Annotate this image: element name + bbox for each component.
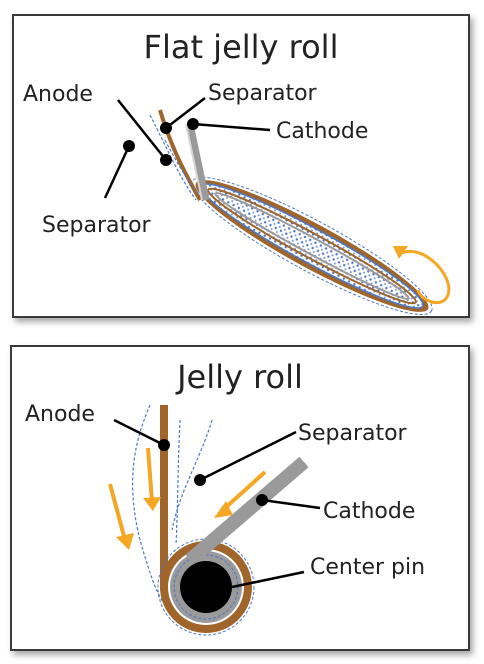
anode-strip-vertical — [160, 405, 168, 590]
label-cathode-bottom: Cathode — [323, 499, 415, 524]
jelly-roll-illustration — [108, 404, 309, 636]
cathode-strip-highlight — [185, 123, 203, 201]
cathode-leader-line — [192, 122, 271, 132]
rotation-arrow-head — [393, 246, 408, 259]
separator-strip-middle — [175, 419, 181, 546]
label-center-pin: Center pin — [310, 555, 425, 580]
flow-arrow-1-shaft — [146, 447, 154, 503]
separator-top-leader-line — [165, 97, 206, 129]
flat-jelly-roll-title: Flat jelly roll — [144, 28, 339, 66]
cathode-strip — [186, 123, 210, 201]
cathode-bottom-leader-dot — [256, 494, 268, 506]
separator-bottom-leader-dot — [123, 140, 135, 152]
label-separator-bottom-panel: Separator — [298, 421, 408, 446]
cathode-leader-dot — [187, 118, 199, 130]
flat-jelly-roll-leaders — [103, 97, 271, 199]
flow-arrow-3-shaft — [222, 470, 267, 511]
cathode-bottom-leader-line — [261, 498, 321, 510]
jelly-roll-leaders — [113, 418, 321, 589]
separator-top-leader-dot — [160, 122, 172, 134]
flat-roll-outer-separator — [191, 176, 433, 316]
label-anode-top: Anode — [23, 82, 93, 107]
jelly-roll-title: Jelly roll — [175, 358, 303, 396]
label-anode-bottom: Anode — [25, 402, 95, 427]
separator-bottom-leader-dot2 — [194, 474, 206, 486]
flat-roll-inner-anode — [207, 187, 417, 305]
rotation-arrow-path — [397, 249, 451, 305]
separator-bottom-leader-line — [103, 145, 131, 199]
anode-leader-dot — [160, 154, 172, 166]
flow-arrow-1-head — [143, 497, 161, 511]
flow-arrow-2-head — [116, 533, 134, 550]
label-separator-bottom: Separator — [42, 213, 152, 238]
anode-bottom-leader-dot — [158, 439, 170, 451]
flow-arrow-3-head — [214, 501, 233, 518]
anode-leader-line — [117, 99, 167, 161]
anode-strip — [158, 109, 202, 201]
separator-strip-left — [149, 114, 197, 201]
label-cathode-top: Cathode — [276, 119, 368, 144]
anode-bottom-leader-line — [113, 418, 165, 447]
flat-roll-inner-cathode — [214, 192, 410, 300]
cathode-strip-diagonal — [185, 456, 309, 566]
separator-bottom-leader-line2 — [199, 430, 297, 482]
flow-arrow-2-shaft — [108, 483, 127, 541]
label-separator-top: Separator — [208, 81, 318, 106]
flat-jelly-roll-illustration — [149, 109, 451, 316]
center-pin-leader-line — [231, 570, 305, 589]
center-pin-icon — [180, 561, 232, 613]
